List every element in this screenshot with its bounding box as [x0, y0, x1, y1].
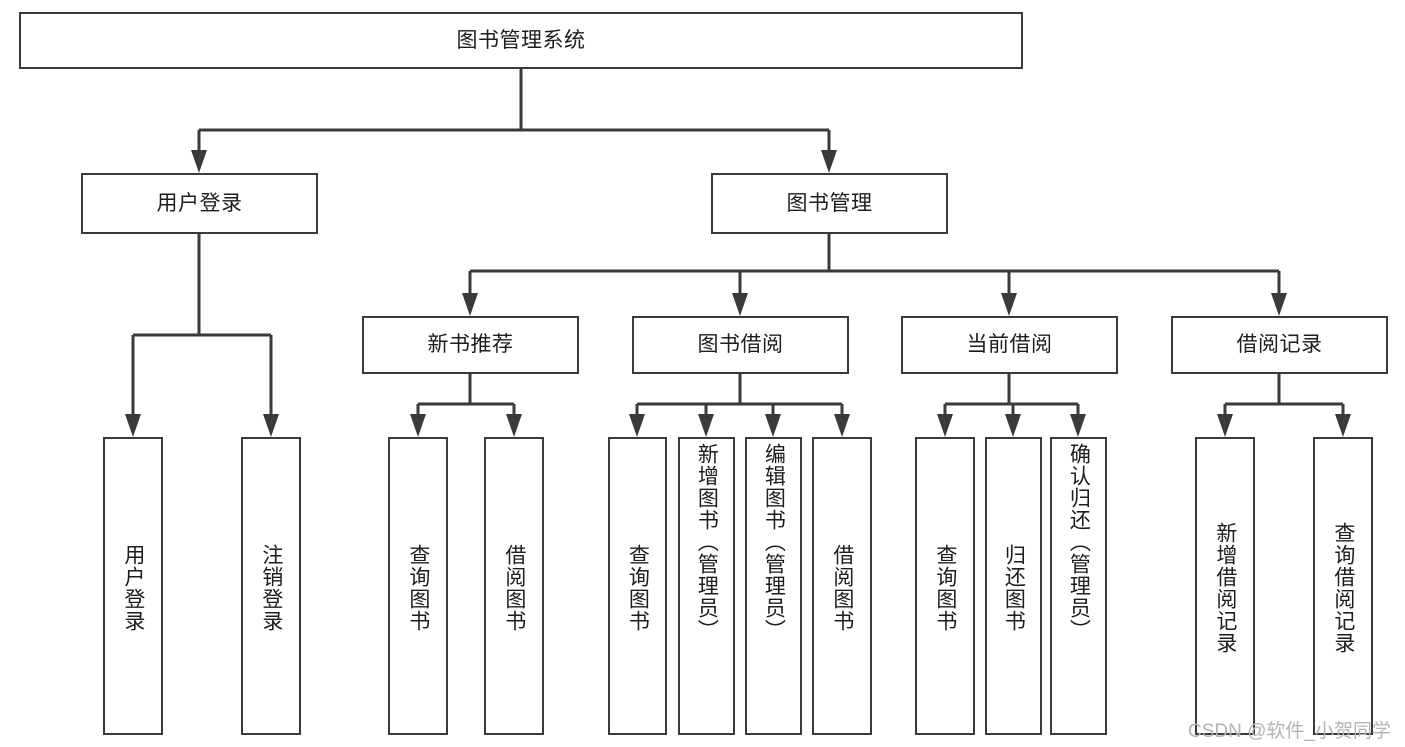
c-root-arrowhead-0 — [191, 150, 207, 173]
node-label-fn-cur-query-book: 查询图书 — [933, 544, 957, 632]
node-label-fn-rec-query-record: 查询借阅记录 — [1331, 522, 1355, 654]
node-label-fn-rec-add-record: 新增借阅记录 — [1213, 522, 1237, 654]
node-label-fn-user-logout: 注销登录 — [259, 544, 283, 632]
c-borrow-record-arrowhead-1 — [1335, 414, 1351, 437]
node-user-login[interactable]: 用户登录 — [81, 173, 318, 234]
node-label-current-borrow: 当前借阅 — [966, 333, 1053, 357]
node-label-user-login: 用户登录 — [156, 191, 243, 215]
c-new-book-recommend-arrowhead-0 — [410, 414, 426, 437]
node-label-book-manage: 图书管理 — [786, 191, 873, 215]
node-label-fn-rec-query-book: 查询图书 — [406, 544, 430, 632]
node-label-new-book-recommend: 新书推荐 — [427, 333, 514, 357]
c-current-borrow-arrowhead-0 — [937, 414, 953, 437]
c-new-book-recommend-arrowhead-1 — [506, 414, 522, 437]
node-fn-brw-borrow-book[interactable]: 借阅图书 — [812, 437, 872, 735]
node-label-fn-cur-return-book: 归还图书 — [1002, 544, 1026, 632]
node-label-root: 图书管理系统 — [456, 28, 586, 52]
node-fn-user-logout[interactable]: 注销登录 — [241, 437, 301, 735]
watermark-label: CSDN @软件_小贺同学 — [1188, 721, 1391, 742]
c-current-borrow-arrowhead-2 — [1070, 414, 1086, 437]
node-label-fn-user-login: 用户登录 — [121, 544, 145, 632]
node-label-fn-brw-edit-book: 编辑图书（管理员） — [762, 443, 786, 641]
node-label-borrow-record: 借阅记录 — [1236, 333, 1323, 357]
c-book-manage-arrowhead-1 — [732, 293, 748, 316]
node-label-fn-brw-query-book: 查询图书 — [626, 544, 650, 632]
node-borrow-record[interactable]: 借阅记录 — [1171, 316, 1388, 374]
node-fn-rec-query-record[interactable]: 查询借阅记录 — [1313, 437, 1373, 735]
c-book-manage-arrowhead-0 — [462, 293, 478, 316]
node-fn-brw-edit-book[interactable]: 编辑图书（管理员） — [745, 437, 802, 735]
c-user-login-arrowhead-1 — [263, 414, 279, 437]
c-current-borrow-arrowhead-1 — [1005, 414, 1021, 437]
node-fn-cur-confirm-return[interactable]: 确认归还（管理员） — [1050, 437, 1107, 735]
node-fn-cur-query-book[interactable]: 查询图书 — [915, 437, 975, 735]
node-current-borrow[interactable]: 当前借阅 — [901, 316, 1118, 374]
node-fn-brw-query-book[interactable]: 查询图书 — [608, 437, 667, 735]
c-book-manage-arrowhead-2 — [1001, 293, 1017, 316]
node-fn-brw-add-book[interactable]: 新增图书（管理员） — [678, 437, 735, 735]
c-book-borrow-arrowhead-1 — [698, 414, 714, 437]
node-label-fn-cur-confirm-return: 确认归还（管理员） — [1067, 443, 1091, 641]
c-root-arrowhead-1 — [821, 150, 837, 173]
node-label-fn-rec-borrow-book: 借阅图书 — [502, 544, 526, 632]
node-fn-rec-add-record[interactable]: 新增借阅记录 — [1195, 437, 1255, 735]
node-label-book-borrow: 图书借阅 — [697, 333, 784, 357]
node-fn-rec-borrow-book[interactable]: 借阅图书 — [484, 437, 544, 735]
c-borrow-record-arrowhead-0 — [1217, 414, 1233, 437]
node-label-fn-brw-add-book: 新增图书（管理员） — [695, 443, 719, 641]
node-fn-cur-return-book[interactable]: 归还图书 — [985, 437, 1042, 735]
node-root[interactable]: 图书管理系统 — [19, 12, 1023, 69]
node-book-borrow[interactable]: 图书借阅 — [632, 316, 849, 374]
c-book-manage-arrowhead-3 — [1271, 293, 1287, 316]
c-user-login-arrowhead-0 — [125, 414, 141, 437]
c-book-borrow-arrowhead-3 — [834, 414, 850, 437]
node-label-fn-brw-borrow-book: 借阅图书 — [830, 544, 854, 632]
node-book-manage[interactable]: 图书管理 — [711, 173, 948, 234]
c-book-borrow-arrowhead-2 — [765, 414, 781, 437]
node-fn-user-login[interactable]: 用户登录 — [103, 437, 163, 735]
node-fn-rec-query-book[interactable]: 查询图书 — [388, 437, 448, 735]
c-book-borrow-arrowhead-0 — [629, 414, 645, 437]
node-new-book-recommend[interactable]: 新书推荐 — [362, 316, 579, 374]
